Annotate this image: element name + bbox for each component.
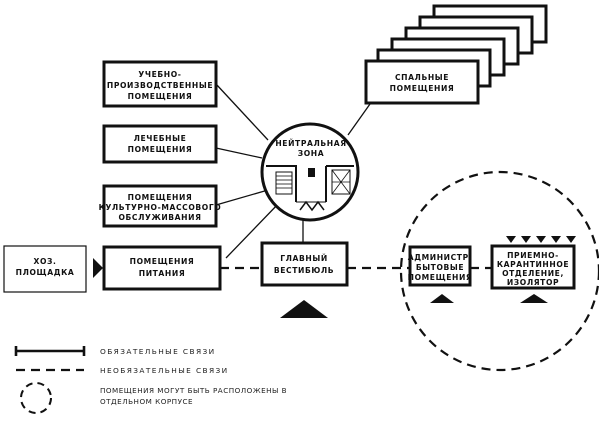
neutral-zone-label-1: НЕЙТРАЛЬНАЯ (275, 139, 346, 148)
svg-text:ОБЯЗАТЕЛЬНЫЕ СВЯЗИ: ОБЯЗАТЕЛЬНЫЕ СВЯЗИ (100, 347, 216, 356)
svg-text:БЫТОВЫЕ: БЫТОВЫЕ (416, 263, 464, 272)
svg-text:ПОМЕЩЕНИЯ: ПОМЕЩЕНИЯ (130, 257, 195, 266)
svg-text:ПОМЕЩЕНИЯ: ПОМЕЩЕНИЯ (128, 92, 193, 101)
admin-entrance-icon (430, 294, 454, 303)
cultural-box: ПОМЕЩЕНИЯ КУЛЬТУРНО-МАССОВОГО ОБСЛУЖИВАН… (99, 184, 222, 228)
administrative-box: АДМИНИСТР. БЫТОВЫЕ ПОМЕЩЕНИЯ (408, 245, 473, 287)
svg-text:ПОМЕЩЕНИЯ: ПОМЕЩЕНИЯ (128, 193, 193, 202)
svg-text:КУЛЬТУРНО-МАССОВОГО: КУЛЬТУРНО-МАССОВОГО (99, 203, 222, 212)
neutral-zone-label-2: ЗОНА (298, 149, 324, 158)
svg-text:КАРАНТИННОЕ: КАРАНТИННОЕ (497, 260, 569, 269)
legend-mandatory: ОБЯЗАТЕЛЬНЫЕ СВЯЗИ (14, 346, 216, 356)
quarantine-entrance-icon (520, 294, 548, 303)
svg-text:ОБСЛУЖИВАНИЯ: ОБСЛУЖИВАНИЯ (118, 213, 201, 222)
svg-text:ХОЗ.: ХОЗ. (34, 257, 57, 266)
main-entrance-icon (280, 300, 328, 318)
svg-text:ВЕСТИБЮЛЬ: ВЕСТИБЮЛЬ (274, 266, 334, 275)
svg-text:ОТДЕЛЬНОМ КОРПУСЕ: ОТДЕЛЬНОМ КОРПУСЕ (100, 397, 193, 406)
quarantine-box: ПРИЕМНО- КАРАНТИННОЕ ОТДЕЛЕНИЕ, ИЗОЛЯТОР (490, 244, 576, 290)
neutral-zone: НЕЙТРАЛЬНАЯ ЗОНА (260, 122, 360, 222)
sleeping-label-1: СПАЛЬНЫЕ (395, 73, 449, 82)
svg-text:ОТДЕЛЕНИЕ,: ОТДЕЛЕНИЕ, (502, 269, 564, 278)
educational-box: УЧЕБНО- ПРОИЗВОДСТВЕННЫЕ ПОМЕЩЕНИЯ (102, 60, 218, 108)
mandatory-links (215, 83, 371, 259)
svg-text:АДМИНИСТР.: АДМИНИСТР. (408, 253, 472, 262)
svg-text:ЛЕЧЕБНЫЕ: ЛЕЧЕБНЫЕ (134, 134, 187, 143)
svg-text:ПРИЕМНО-: ПРИЕМНО- (507, 251, 559, 260)
medical-box: ЛЕЧЕБНЫЕ ПОМЕЩЕНИЯ (102, 124, 218, 164)
svg-text:ПОМЕЩЕНИЯ: ПОМЕЩЕНИЯ (128, 145, 193, 154)
svg-text:ПРОИЗВОДСТВЕННЫЕ: ПРОИЗВОДСТВЕННЫЕ (107, 81, 213, 90)
legend-separate-building: ПОМЕЩЕНИЯ МОГУТ БЫТЬ РАСПОЛОЖЕНЫ В ОТДЕЛ… (20, 382, 287, 414)
svg-text:ИЗОЛЯТОР: ИЗОЛЯТОР (507, 278, 559, 287)
sleeping-rooms-stack: СПАЛЬНЫЕ ПОМЕЩЕНИЯ (364, 4, 548, 105)
legend-optional: НЕОБЯЗАТЕЛЬНЫЕ СВЯЗИ (16, 366, 229, 375)
svg-text:УЧЕБНО-: УЧЕБНО- (138, 70, 181, 79)
floor-plan-sketch (266, 165, 354, 212)
separate-building-circle (399, 170, 599, 372)
svg-text:ГЛАВНЫЙ: ГЛАВНЫЙ (280, 254, 328, 263)
entry-arrow-icon (93, 258, 103, 278)
catering-box: ПОМЕЩЕНИЯ ПИТАНИЯ (102, 245, 222, 291)
sleeping-label-2: ПОМЕЩЕНИЯ (390, 84, 455, 93)
main-lobby-box: ГЛАВНЫЙ ВЕСТИБЮЛЬ (260, 241, 349, 287)
svg-text:НЕОБЯЗАТЕЛЬНЫЕ СВЯЗИ: НЕОБЯЗАТЕЛЬНЫЕ СВЯЗИ (100, 366, 229, 375)
svg-text:ПЛОЩАДКА: ПЛОЩАДКА (16, 268, 75, 277)
utility-yard-box: ХОЗ. ПЛОЩАДКА (3, 245, 87, 293)
svg-text:ПОМЕЩЕНИЯ: ПОМЕЩЕНИЯ (408, 273, 473, 282)
quarantine-markers (506, 236, 576, 243)
svg-text:ПИТАНИЯ: ПИТАНИЯ (139, 269, 186, 278)
legend: ОБЯЗАТЕЛЬНЫЕ СВЯЗИ НЕОБЯЗАТЕЛЬНЫЕ СВЯЗИ … (14, 346, 287, 414)
svg-text:ПОМЕЩЕНИЯ МОГУТ БЫТЬ РАСПОЛОЖЕ: ПОМЕЩЕНИЯ МОГУТ БЫТЬ РАСПОЛОЖЕНЫ В (100, 386, 287, 395)
